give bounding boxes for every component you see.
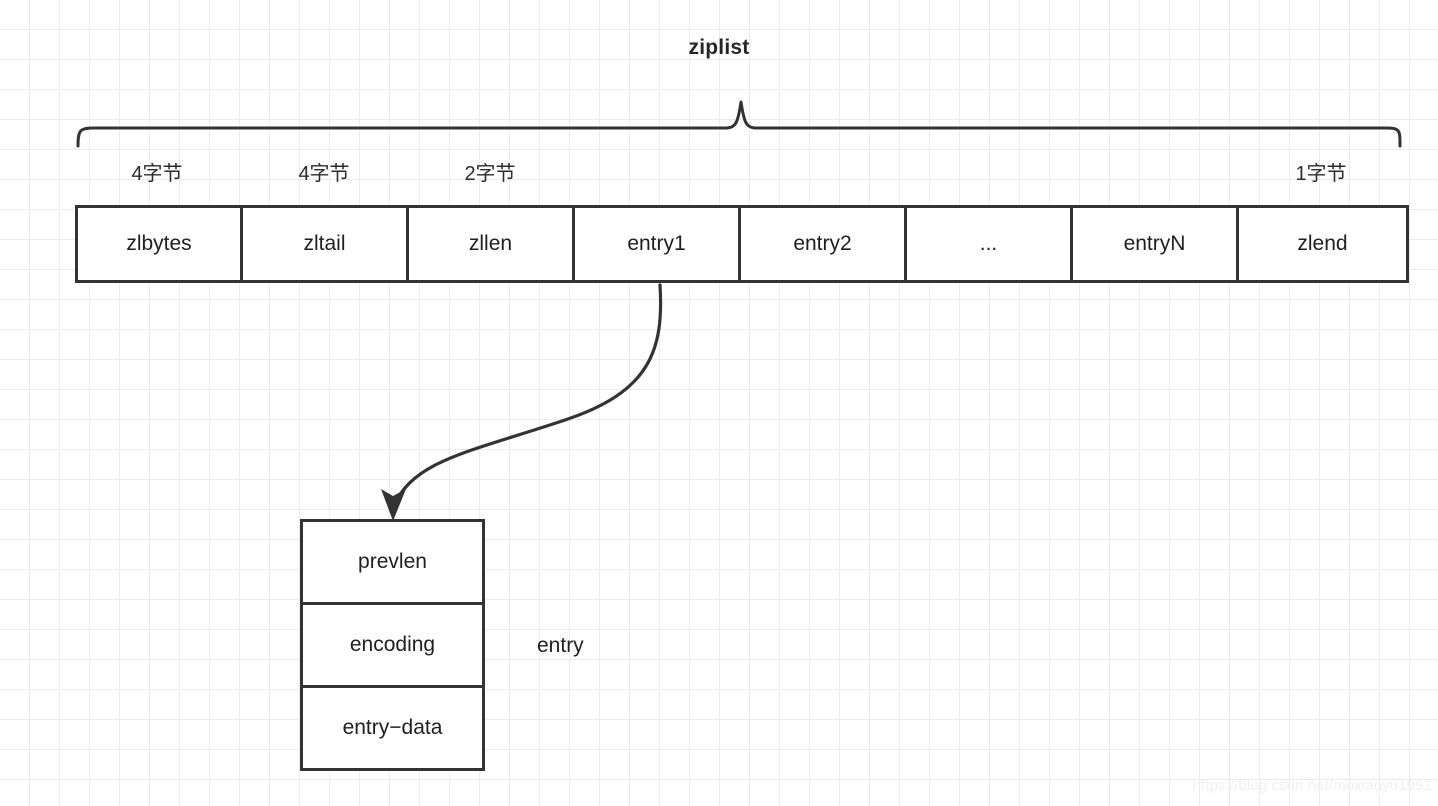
ziplist-cell-entry1: entry1 (575, 208, 741, 280)
entry-detail-box: prevlen encoding entry−data (300, 519, 485, 771)
cell-label: ... (979, 232, 998, 255)
cell-label: zltail (303, 232, 346, 255)
entry-field-entry-data: entry−data (303, 688, 482, 768)
cell-label: zlbytes (126, 232, 192, 255)
entry1-to-detail-arrow (381, 283, 663, 521)
size-label-zllen: 2字节 (430, 157, 550, 186)
ziplist-cell-zllen: zllen (409, 208, 575, 280)
size-label-text: 2字节 (464, 163, 516, 185)
size-label-text: 4字节 (131, 163, 183, 185)
ziplist-cell-entry2: entry2 (741, 208, 907, 280)
size-label-text: 1字节 (1295, 163, 1347, 185)
source-watermark: https://blog.csdn.net/moxiaoyu1991 (1192, 777, 1432, 794)
size-label-zlend: 1字节 (1261, 157, 1381, 186)
ziplist-span-brace (76, 100, 1402, 148)
size-label-text: 4字节 (298, 163, 350, 185)
cell-label: entryN (1123, 232, 1186, 255)
ziplist-cell-zltail: zltail (243, 208, 409, 280)
size-label-zlbytes: 4字节 (97, 157, 217, 186)
arrow-head-icon (381, 489, 406, 521)
entry-field-label: encoding (349, 633, 436, 656)
entry-field-label: prevlen (358, 550, 427, 573)
ziplist-cell-entryN: entryN (1073, 208, 1239, 280)
size-label-zltail: 4字节 (264, 157, 384, 186)
entry-field-prevlen: prevlen (303, 522, 482, 605)
cell-label: zllen (468, 232, 513, 255)
diagram-title: ziplist (688, 36, 750, 59)
cell-label: entry2 (793, 232, 852, 255)
entry-field-encoding: encoding (303, 605, 482, 688)
entry-field-label: entry−data (342, 716, 443, 739)
cell-label: entry1 (627, 232, 686, 255)
cell-label: zlend (1297, 232, 1348, 255)
ziplist-cell-zlend: zlend (1239, 208, 1406, 280)
ziplist-cell-ellipsis: ... (907, 208, 1073, 280)
entry-detail-caption: entry (537, 634, 584, 657)
ziplist-cell-zlbytes: zlbytes (78, 208, 243, 280)
ziplist-strip: zlbytes zltail zllen entry1 entry2 ... e… (75, 205, 1409, 283)
